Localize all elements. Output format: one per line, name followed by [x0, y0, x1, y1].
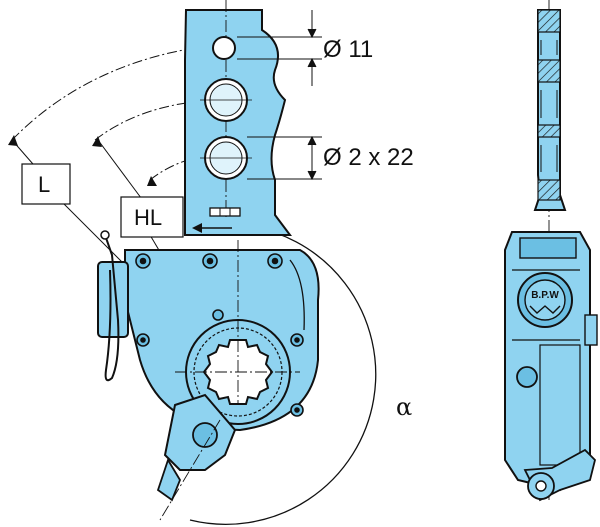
side-body [504, 231, 591, 492]
length-label: L [38, 172, 50, 197]
hole-small-dimension: Ø 11 [323, 36, 373, 63]
length-box [21, 163, 71, 205]
hole-length-box [120, 196, 184, 238]
small-hole [212, 36, 236, 60]
angle-label: α [396, 393, 412, 421]
swing-arc-outer [11, 44, 216, 141]
adjuster-arm [184, 9, 292, 236]
bpw-logo-text: B.P.W [531, 290, 559, 301]
side-view: B.P.W [504, 0, 598, 502]
dimension-large-hole [247, 135, 322, 181]
hole-length-label: HL [134, 205, 162, 230]
front-view [8, 0, 377, 525]
angle-arc [189, 224, 377, 525]
bolts [135, 253, 304, 417]
hole-large-dimension: Ø 2 x 22 [323, 144, 414, 171]
spring-clip [104, 234, 120, 382]
dimension-small-hole [237, 10, 322, 86]
